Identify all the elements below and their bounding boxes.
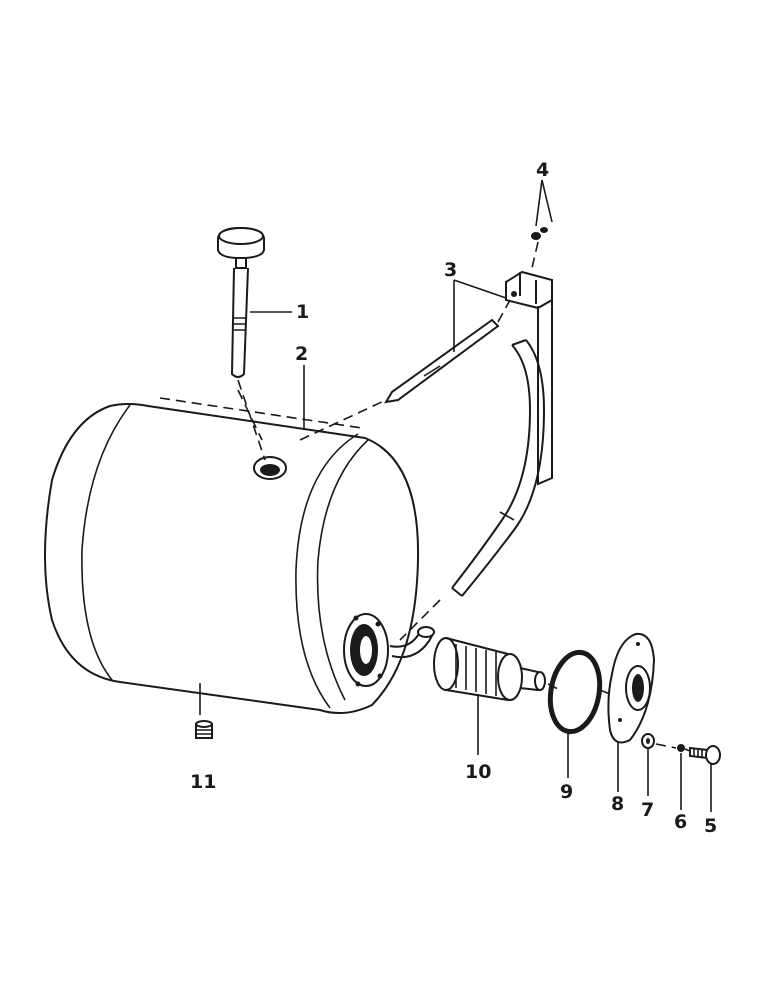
callout-10: 10 <box>465 761 491 783</box>
cover-plate <box>599 632 656 792</box>
dipstick <box>217 226 266 461</box>
filter-element <box>433 637 561 755</box>
callout-leaders <box>250 179 553 430</box>
bolt <box>684 745 721 812</box>
callout-7: 7 <box>641 799 654 821</box>
callout-2: 2 <box>295 343 308 365</box>
callout-9: 9 <box>560 781 573 803</box>
nut <box>531 227 548 269</box>
strap-and-hose-assembly <box>299 270 553 641</box>
callout-5: 5 <box>704 815 717 837</box>
gasket <box>547 649 603 778</box>
callout-6: 6 <box>674 811 687 833</box>
tank <box>44 389 435 715</box>
callout-3: 3 <box>444 259 457 281</box>
callout-4: 4 <box>536 159 549 181</box>
callout-8: 8 <box>611 793 624 815</box>
drain-plug <box>195 720 213 739</box>
callout-1: 1 <box>296 301 309 323</box>
callout-11: 11 <box>190 771 216 793</box>
washer <box>641 733 655 796</box>
washer-small <box>655 743 685 810</box>
